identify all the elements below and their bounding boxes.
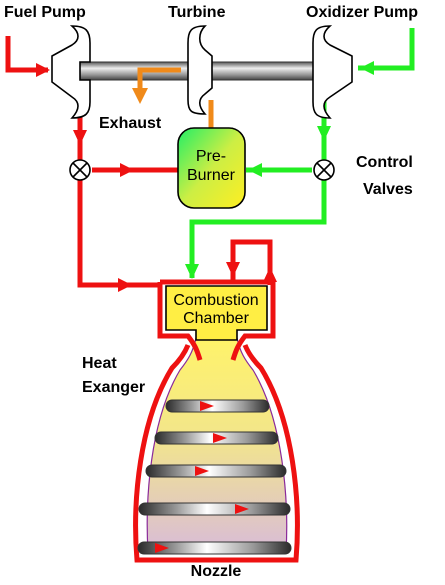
oxidizer-to-chamber-line xyxy=(189,180,327,278)
fuel-to-chamber-line xyxy=(77,180,160,288)
fuel-chamber-arrowhead xyxy=(118,278,132,292)
control-valves-label-line2: Valves xyxy=(363,181,413,198)
oxidizer-preburner-arrowhead xyxy=(248,163,262,177)
regen-up-arrowhead xyxy=(263,267,277,282)
fuel-inlet-arrowhead xyxy=(36,63,50,77)
cooling-band xyxy=(138,502,291,516)
coolant-arrow xyxy=(235,504,249,514)
coolant-arrow xyxy=(200,401,214,411)
preburner-label-line2: Burner xyxy=(187,167,236,184)
oxidizer-arrows xyxy=(185,61,374,279)
oxidizer-inlet-line xyxy=(358,28,415,71)
cooling-band xyxy=(145,464,287,478)
oxidizer-inlet-arrowhead xyxy=(360,61,374,75)
coolant-flow-arrows xyxy=(155,401,249,553)
cooling-band xyxy=(137,541,292,555)
fuel-inlet-line xyxy=(5,36,48,73)
oxidizer-down-arrowhead xyxy=(317,126,331,141)
combustion-chamber-label-line2: Chamber xyxy=(183,310,249,327)
regen-down-arrowhead xyxy=(226,262,240,277)
fuel-pump-body xyxy=(51,25,91,119)
fuel-pump-label: Fuel Pump xyxy=(4,4,86,21)
exhaust-arrowhead xyxy=(132,88,148,104)
oxidizer-pump-label: Oxidizer Pump xyxy=(306,4,418,21)
oxidizer-chamber-arrowhead xyxy=(185,264,199,279)
coolant-arrow xyxy=(195,466,209,476)
fuel-control-valve-icon xyxy=(69,159,91,181)
fuel-arrows xyxy=(36,63,277,292)
exhaust-label: Exhaust xyxy=(99,115,162,132)
heat-exchanger-label-line1: Heat xyxy=(82,355,117,372)
combustion-chamber xyxy=(165,285,268,341)
preburner-label-line1: Pre- xyxy=(196,148,226,165)
preburner xyxy=(177,127,246,209)
fuel-preburner-arrowhead xyxy=(120,163,134,177)
control-valves-label-line1: Control xyxy=(356,154,413,171)
nozzle-label: Nozzle xyxy=(191,563,242,580)
turbine-body xyxy=(187,25,213,115)
oxidizer-control-valve-icon xyxy=(313,159,335,181)
heat-exchanger-label-line2: Exanger xyxy=(82,379,145,396)
fuel-down-arrowhead xyxy=(73,130,87,145)
turbine-exhaust-line xyxy=(137,67,214,128)
cooling-band xyxy=(165,399,270,413)
turbine-label: Turbine xyxy=(168,4,226,21)
nozzle-outer-wall xyxy=(133,344,300,563)
coolant-arrow xyxy=(213,433,227,443)
combustion-chamber-outer xyxy=(157,279,276,361)
combustion-chamber-label-line1: Combustion xyxy=(173,292,258,309)
exhaust-duct xyxy=(137,67,181,92)
coolant-arrow xyxy=(155,543,169,553)
oxidizer-pump-body xyxy=(312,25,353,119)
